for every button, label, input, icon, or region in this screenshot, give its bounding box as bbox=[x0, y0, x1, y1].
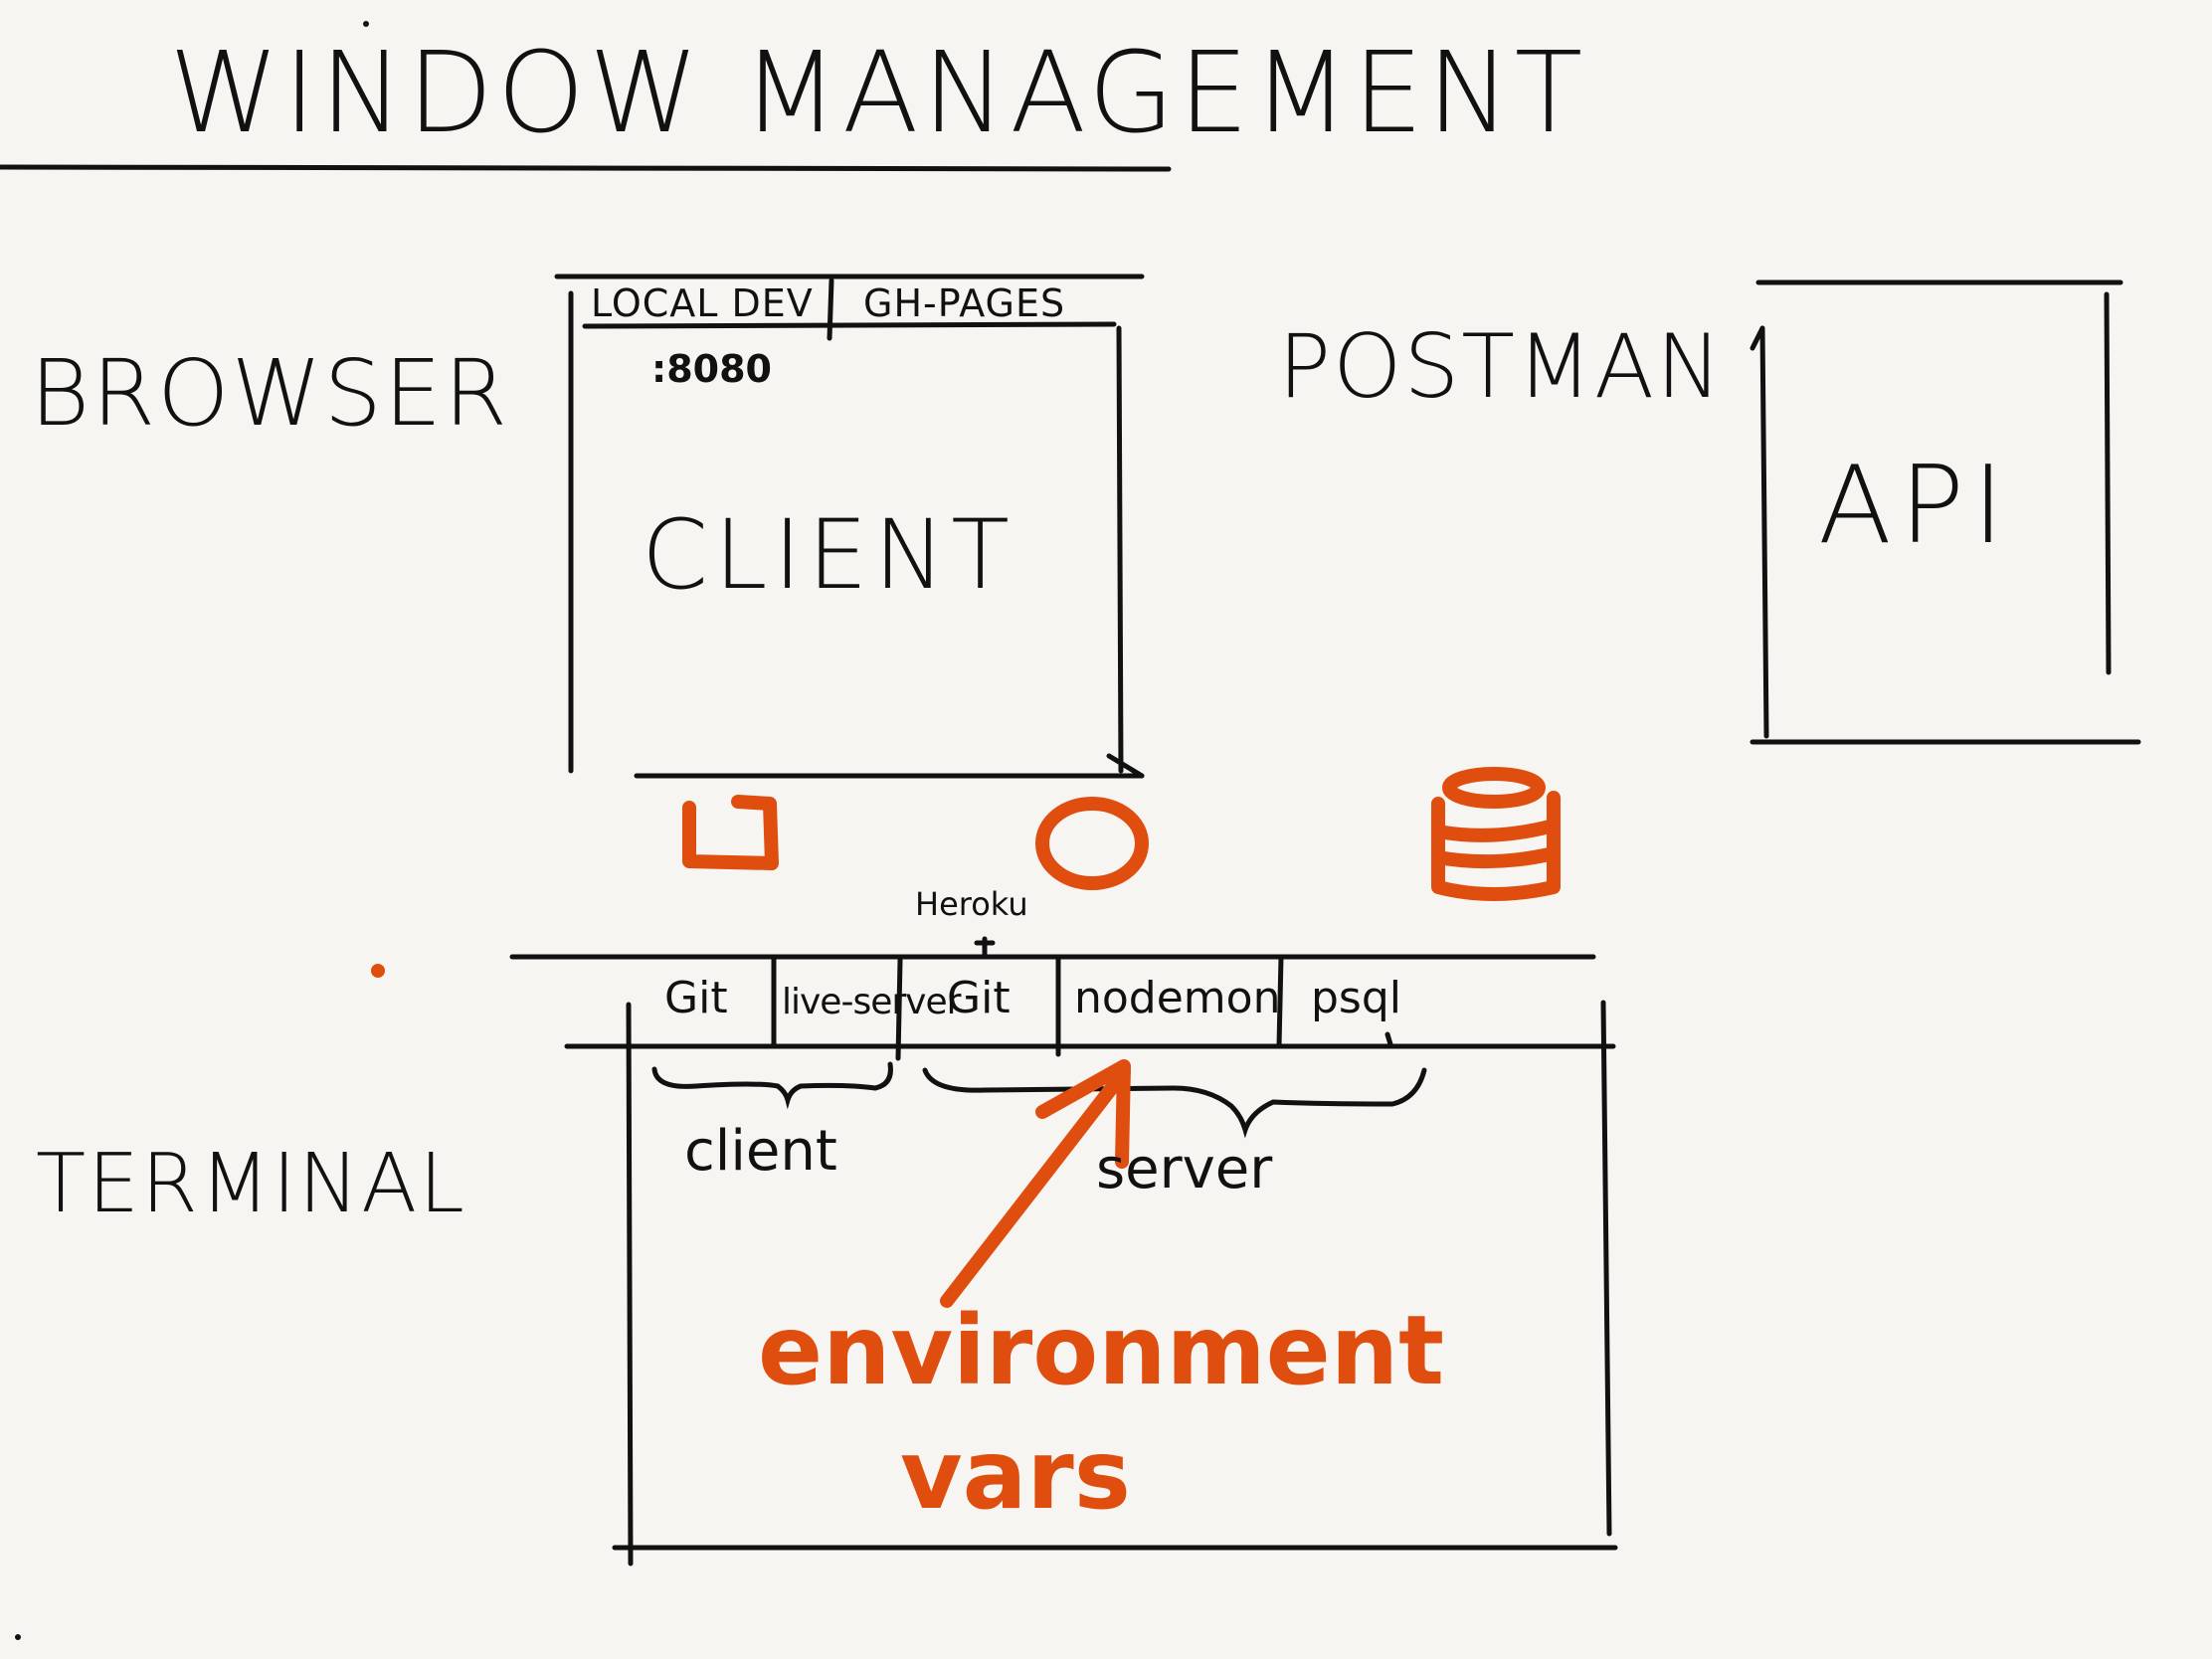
terminal-divider-2 bbox=[895, 957, 903, 1061]
browser-content-client: CLIENT bbox=[642, 499, 1015, 611]
circle-icon bbox=[1035, 797, 1149, 890]
server-group-label: server bbox=[1096, 1137, 1273, 1201]
square-icon bbox=[682, 795, 779, 870]
postman-left-edge bbox=[1759, 325, 1769, 739]
callout-environment: environment bbox=[758, 1295, 1444, 1406]
terminal-divider-5 bbox=[1384, 1031, 1393, 1047]
browser-tab-bar-line bbox=[582, 321, 1117, 329]
terminal-tab-nodemon: nodemon bbox=[1074, 973, 1281, 1023]
database-icon bbox=[1431, 767, 1561, 901]
server-brace bbox=[922, 1067, 1427, 1139]
terminal-right-edge bbox=[1600, 1000, 1612, 1537]
terminal-tab-live-server: live-server bbox=[782, 982, 961, 1022]
client-group-label: client bbox=[684, 1119, 837, 1184]
callout-vars: vars bbox=[900, 1419, 1131, 1531]
terminal-left-edge bbox=[626, 1002, 634, 1567]
postman-corner-tick bbox=[1750, 325, 1765, 351]
terminal-divider-4 bbox=[1276, 954, 1284, 1049]
terminal-tab-git-client: Git bbox=[664, 973, 728, 1023]
arrow-head bbox=[1035, 1059, 1131, 1169]
dot-icon bbox=[371, 964, 385, 978]
page-title: Window Management bbox=[169, 29, 1587, 158]
terminal-tab-psql: psql bbox=[1311, 973, 1402, 1023]
client-brace bbox=[651, 1061, 893, 1110]
browser-tab-divider bbox=[827, 277, 834, 341]
browser-port: :8080 bbox=[651, 347, 772, 391]
postman-right-edge bbox=[2104, 291, 2112, 675]
arrow-shaft bbox=[940, 1065, 1131, 1308]
browser-tab-local-dev: LOCAL DEV bbox=[591, 281, 814, 325]
postman-content-api: API bbox=[1818, 444, 2012, 568]
browser-label: BROWSER bbox=[30, 340, 509, 447]
browser-resize-mark bbox=[1106, 753, 1145, 779]
terminal-tab-git-server: Git bbox=[947, 973, 1011, 1023]
title-underline bbox=[0, 164, 1172, 172]
postman-label: POSTMAN bbox=[1278, 315, 1724, 418]
browser-tab-gh-pages: GH-PAGES bbox=[863, 281, 1066, 325]
browser-right-edge bbox=[1116, 325, 1124, 774]
heroku-annotation: Heroku bbox=[915, 885, 1028, 923]
terminal-label: TERMINAL bbox=[36, 1137, 466, 1231]
